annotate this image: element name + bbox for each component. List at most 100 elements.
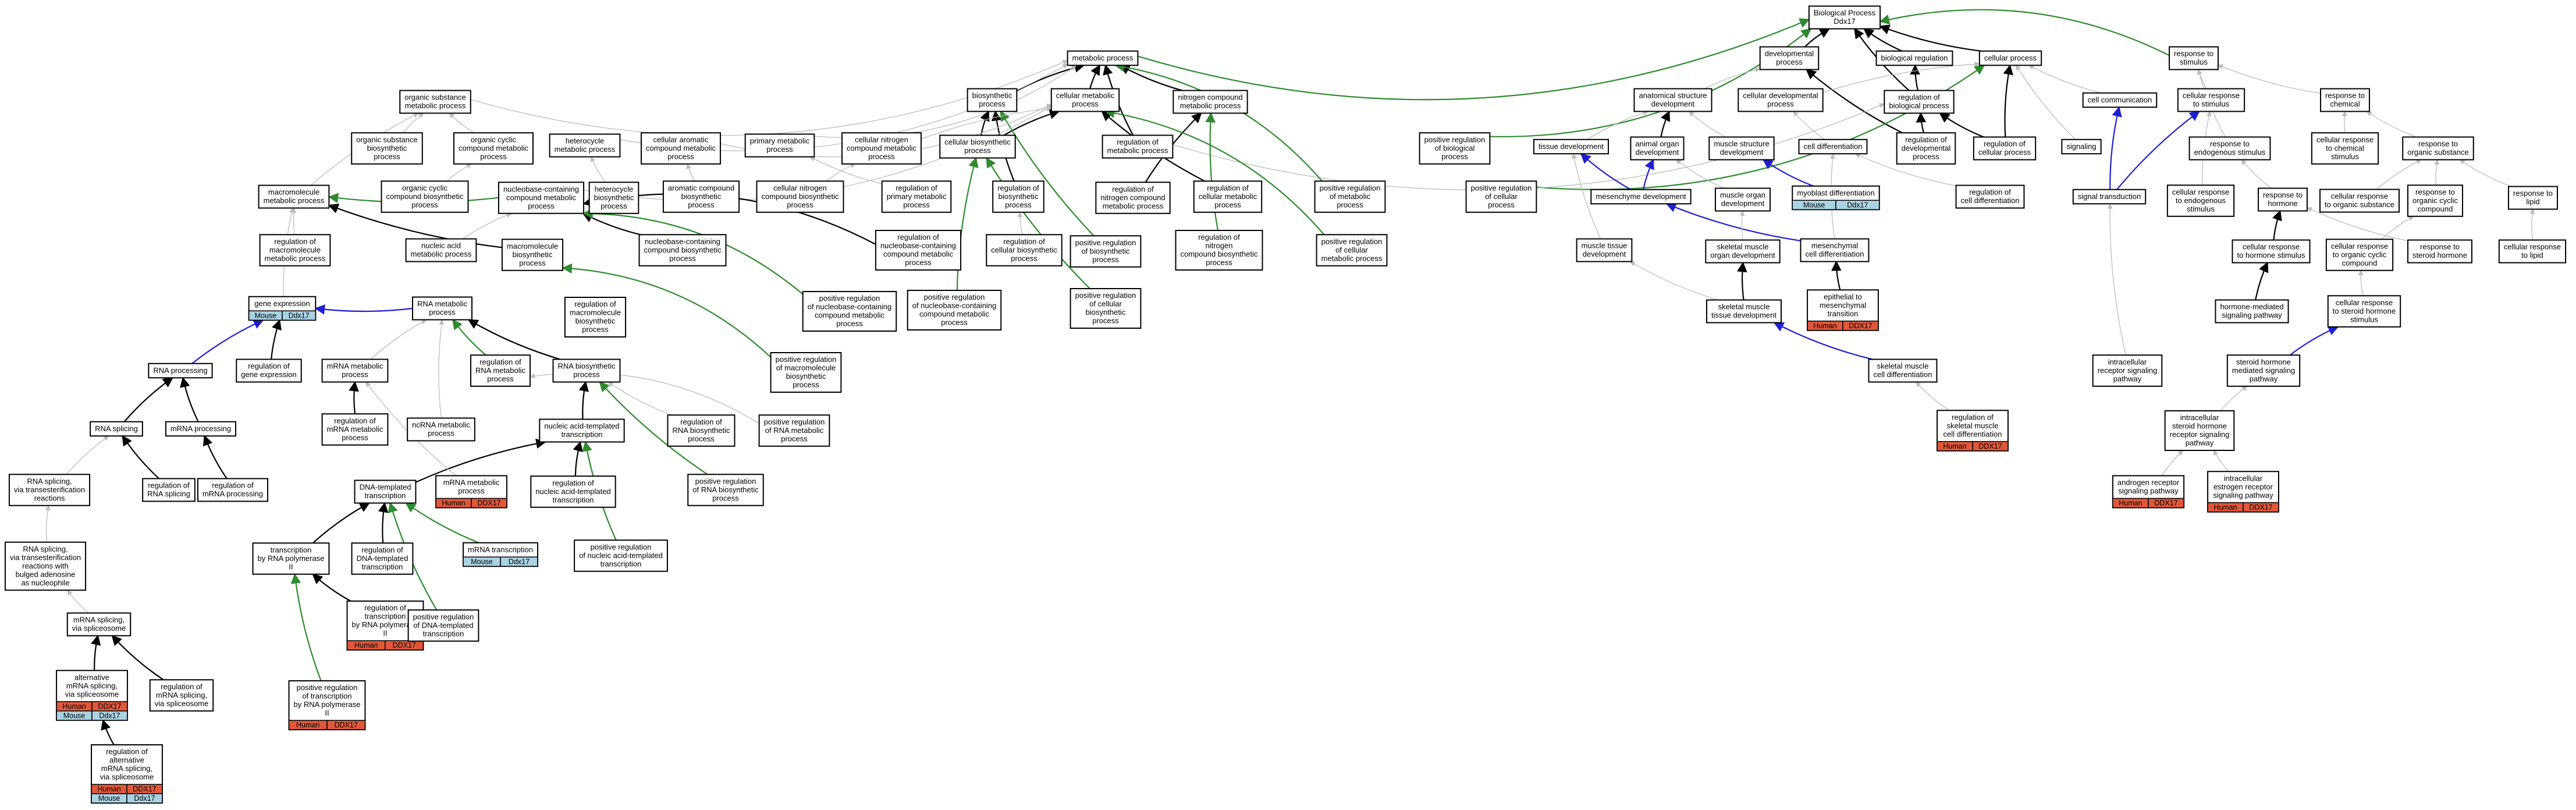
go-term-node-rsvt[interactable]: RNA splicing,via transesterificationreac… xyxy=(8,474,91,506)
go-term-node-rsp[interactable]: RNA splicing xyxy=(90,421,143,437)
go-term-node-cell[interactable]: cellular process xyxy=(1978,50,2042,66)
go-term-node-st[interactable]: signal transduction xyxy=(2072,189,2147,205)
go-term-node-met[interactable]: metabolic process xyxy=(1067,50,1139,66)
go-term-node-rsvtb[interactable]: RNA splicing,via transesterificationreac… xyxy=(4,541,87,591)
go-term-node-ccom[interactable]: cell communication xyxy=(2082,92,2158,108)
go-term-node-cdiff[interactable]: cell differentiation xyxy=(1798,138,1868,155)
go-term-node-sig[interactable]: signaling xyxy=(2061,138,2102,155)
go-term-node-msvs[interactable]: mRNA splicing,via spliceosome xyxy=(66,612,132,637)
go-term-node-mrnap[interactable]: mRNA processing xyxy=(165,421,237,437)
go-term-node-rnccmp[interactable]: regulation ofnucleobase-containingcompou… xyxy=(875,230,962,271)
